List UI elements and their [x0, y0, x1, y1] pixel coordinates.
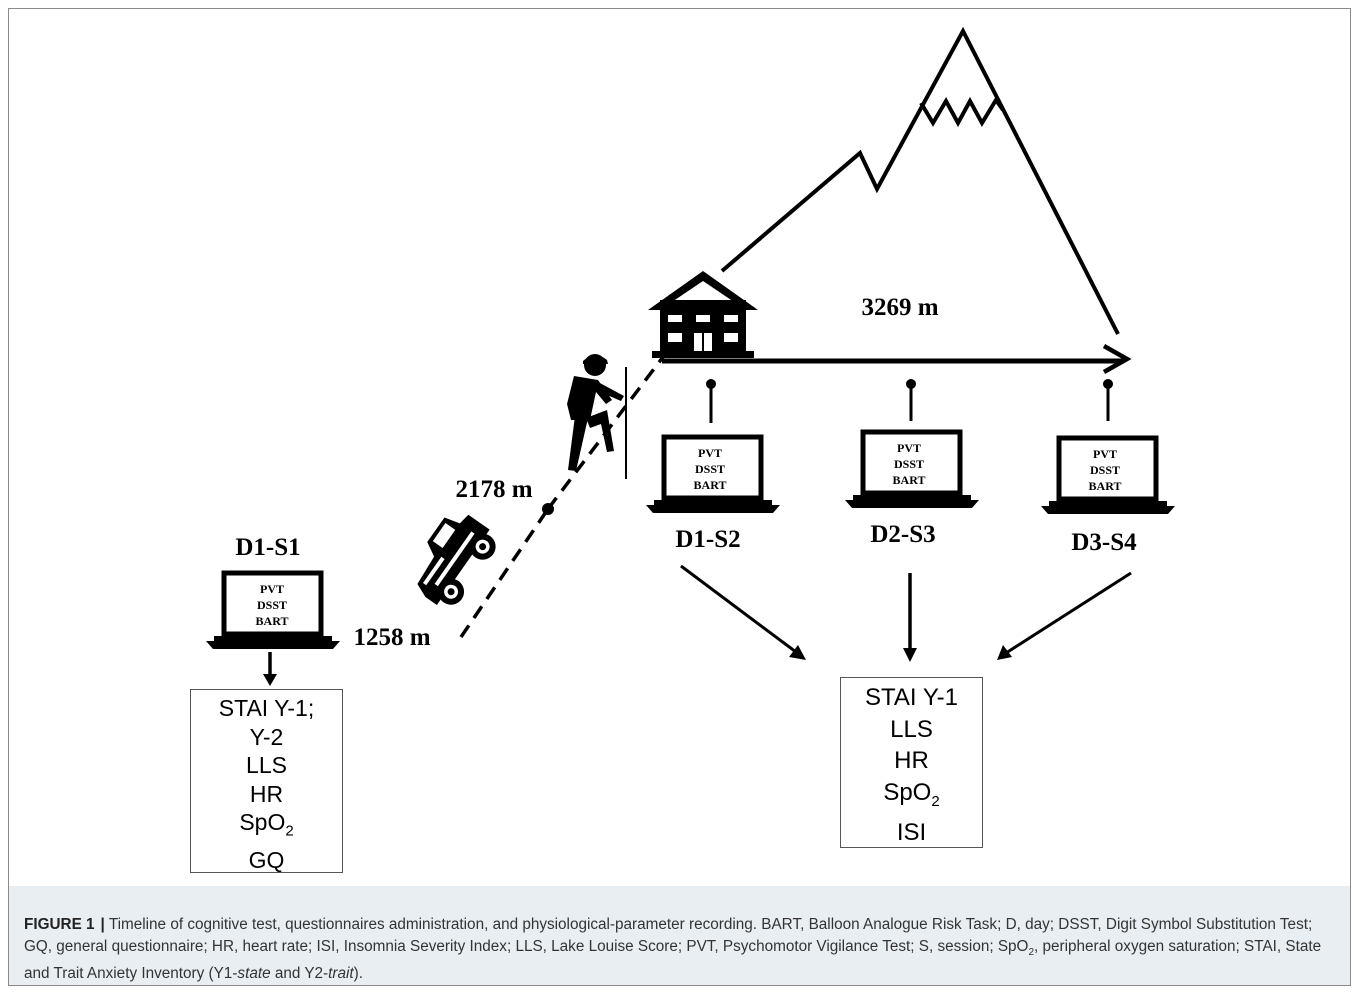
- caption-text-2: , peripheral oxygen saturation; STAI, St…: [24, 937, 1322, 983]
- caption-text-1: Timeline of cognitive test, questionnair…: [24, 916, 1313, 955]
- altitude-marker-2178: [542, 503, 554, 515]
- session-label-d3-s4: D3-S4: [1071, 529, 1137, 556]
- measure-hr: HR: [249, 780, 284, 807]
- caption-subscript: 2: [1028, 946, 1035, 958]
- measure-spo2: SpO2: [239, 809, 294, 840]
- laptop-session-3: PVT DSST BART: [845, 379, 979, 508]
- laptop-3-test-bart: BART: [893, 473, 926, 487]
- laptop-4-test-bart: BART: [1089, 479, 1122, 493]
- altitude-label-3269: 3269 m: [861, 294, 938, 321]
- laptop-2-test-pvt: PVT: [698, 446, 722, 460]
- measures-box-baseline: STAI Y-1; Y-2 LLS HR SpO2 GQ: [190, 689, 343, 873]
- laptop-2-test-dsst: DSST: [695, 462, 725, 476]
- session-label-d2-s3: D2-S3: [870, 521, 935, 548]
- figure-caption: FIGURE 1 |Timeline of cognitive test, que…: [24, 914, 1340, 985]
- measure-stai: STAI Y-1: [865, 684, 958, 711]
- arrow-d2-s3-head: [903, 648, 917, 662]
- measure-stai: STAI Y-1;: [218, 695, 315, 721]
- arrow-d1-s2-line: [680, 564, 797, 654]
- mountain-hut-icon: [648, 271, 758, 358]
- arrow-d3-s4-line: [1005, 571, 1132, 655]
- caption-label: FIGURE 1: [24, 916, 95, 933]
- measure-lls: LLS: [246, 752, 287, 778]
- session-label-d1-s2: D1-S2: [675, 526, 740, 553]
- laptop-session-2: PVT DSST BART: [646, 379, 780, 513]
- laptop-session-4: PVT DSST BART: [1041, 379, 1175, 514]
- measure-isi: ISI: [896, 818, 927, 846]
- measure-spo2-subscript: 2: [285, 822, 294, 840]
- caption-text-4: ).: [353, 965, 364, 983]
- ascent-path-lower: [459, 508, 550, 638]
- laptop-1-test-pvt: PVT: [260, 582, 284, 596]
- measure-lls: LLS: [890, 715, 933, 743]
- caption-separator: |: [100, 916, 105, 933]
- measure-spo2: SpO2: [883, 778, 940, 810]
- laptop-4-test-dsst: DSST: [1090, 463, 1120, 477]
- caption-italic-state: state: [237, 965, 271, 983]
- mountain-outline: [720, 26, 1120, 335]
- caption-italic-trait: trait: [328, 965, 354, 983]
- altitude-label-2178: 2178 m: [455, 476, 532, 503]
- session-label-d1-s1: D1-S1: [235, 534, 300, 561]
- caption-text-3: and Y2-: [270, 965, 329, 983]
- caption-background: [9, 886, 1350, 985]
- laptop-3-test-dsst: DSST: [894, 457, 924, 471]
- laptop-session-1: PVT DSST BART: [206, 570, 340, 649]
- measure-hr: HR: [894, 747, 929, 774]
- arrow-d3-s4-head: [997, 645, 1012, 660]
- laptop-2-test-bart: BART: [694, 478, 727, 492]
- altitude-label-1258: 1258 m: [353, 624, 430, 651]
- laptop-3-test-pvt: PVT: [897, 441, 921, 455]
- jeep-icon: [417, 514, 496, 605]
- altitude-arrow-head: [1102, 344, 1132, 374]
- laptop-1-test-bart: BART: [256, 614, 289, 628]
- laptop-1-test-dsst: DSST: [257, 598, 287, 612]
- measures-box-altitude: STAI Y-1 LLS HR SpO2 ISI: [840, 677, 983, 848]
- arrow-d1-s2-head: [789, 645, 806, 660]
- measure-spo2-subscript: 2: [931, 792, 940, 810]
- measure-y2: Y-2: [249, 723, 284, 750]
- arrow-d1-s1-head: [263, 674, 277, 686]
- mountain-snowcap: [919, 96, 1005, 128]
- laptop-4-test-pvt: PVT: [1093, 447, 1117, 461]
- climber-icon: [567, 354, 627, 479]
- measure-gq: GQ: [248, 847, 285, 874]
